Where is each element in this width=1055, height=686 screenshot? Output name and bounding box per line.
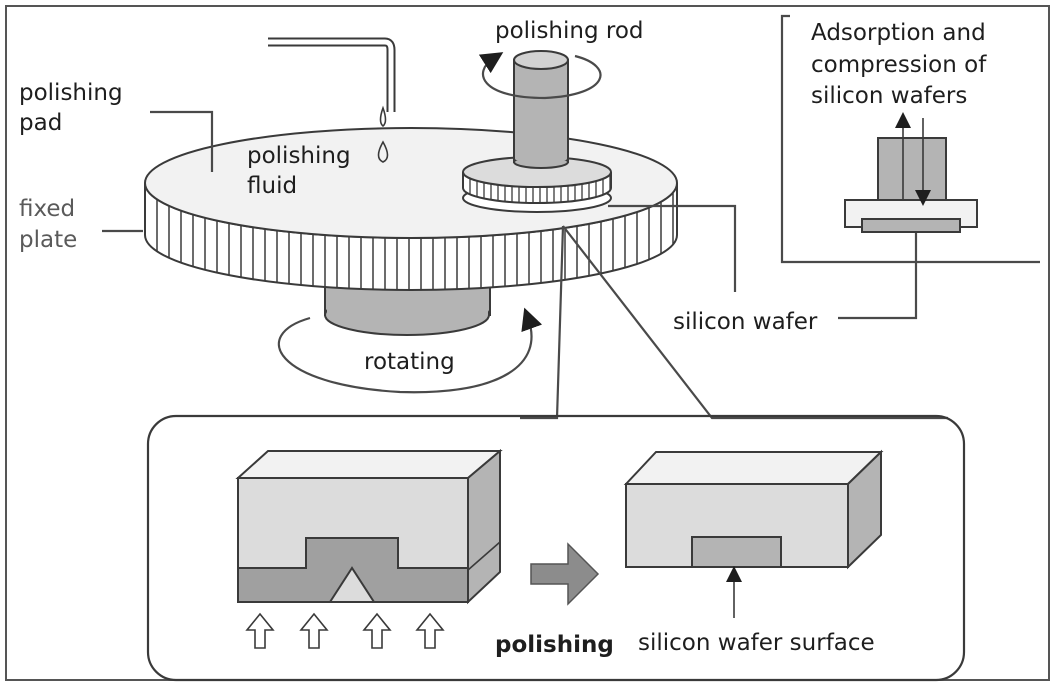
polishing-head: [462, 156, 612, 204]
wafer-before-block: [235, 448, 503, 605]
label-silicon-wafer: silicon wafer: [673, 309, 818, 335]
label-fixed-plate-line2: plate: [19, 227, 77, 253]
rod-rotation-arrow: [478, 52, 602, 100]
label-adsorption-line1: Adsorption and: [811, 20, 986, 46]
label-polishing-rod: polishing rod: [495, 18, 644, 44]
droplet-icon: [379, 105, 387, 128]
up-arrow-icon: [299, 612, 329, 649]
leader-to-detail-right: [562, 225, 948, 420]
leader-polishing-pad: [150, 110, 214, 172]
fluid-nozzle: [268, 37, 396, 112]
polishing-machine: [144, 37, 678, 394]
up-arrow-icon: [415, 612, 445, 649]
pressure-arrows: [245, 612, 445, 649]
droplet-icon: [377, 140, 389, 163]
label-silicon-wafer-surface: silicon wafer surface: [638, 630, 875, 656]
label-adsorption-line2: compression of: [811, 52, 987, 78]
wafer-after-block: [623, 449, 884, 570]
label-polishing: polishing: [495, 632, 614, 658]
leader-silicon-wafer: [608, 204, 737, 292]
label-polishing-pad-line2: pad: [19, 110, 62, 136]
leader-to-detail-left: [520, 225, 565, 420]
detail-panel: [146, 414, 966, 682]
label-fixed-plate-line1: fixed: [19, 196, 75, 222]
rotating-arrow: [278, 307, 543, 394]
label-adsorption-line3: silicon wafers: [811, 83, 967, 109]
leader-inset-wafer: [838, 232, 918, 320]
adsorption-inset: [780, 14, 1040, 264]
polishing-rod: [513, 50, 569, 169]
up-arrow-icon: [245, 612, 275, 649]
label-polishing-fluid-line1: polishing: [247, 143, 351, 169]
up-arrow-icon: [362, 612, 392, 649]
process-arrow-icon: [530, 542, 600, 606]
label-polishing-fluid-line2: fluid: [247, 173, 297, 199]
label-polishing-pad-line1: polishing: [19, 80, 123, 106]
label-rotating: rotating: [364, 349, 455, 375]
